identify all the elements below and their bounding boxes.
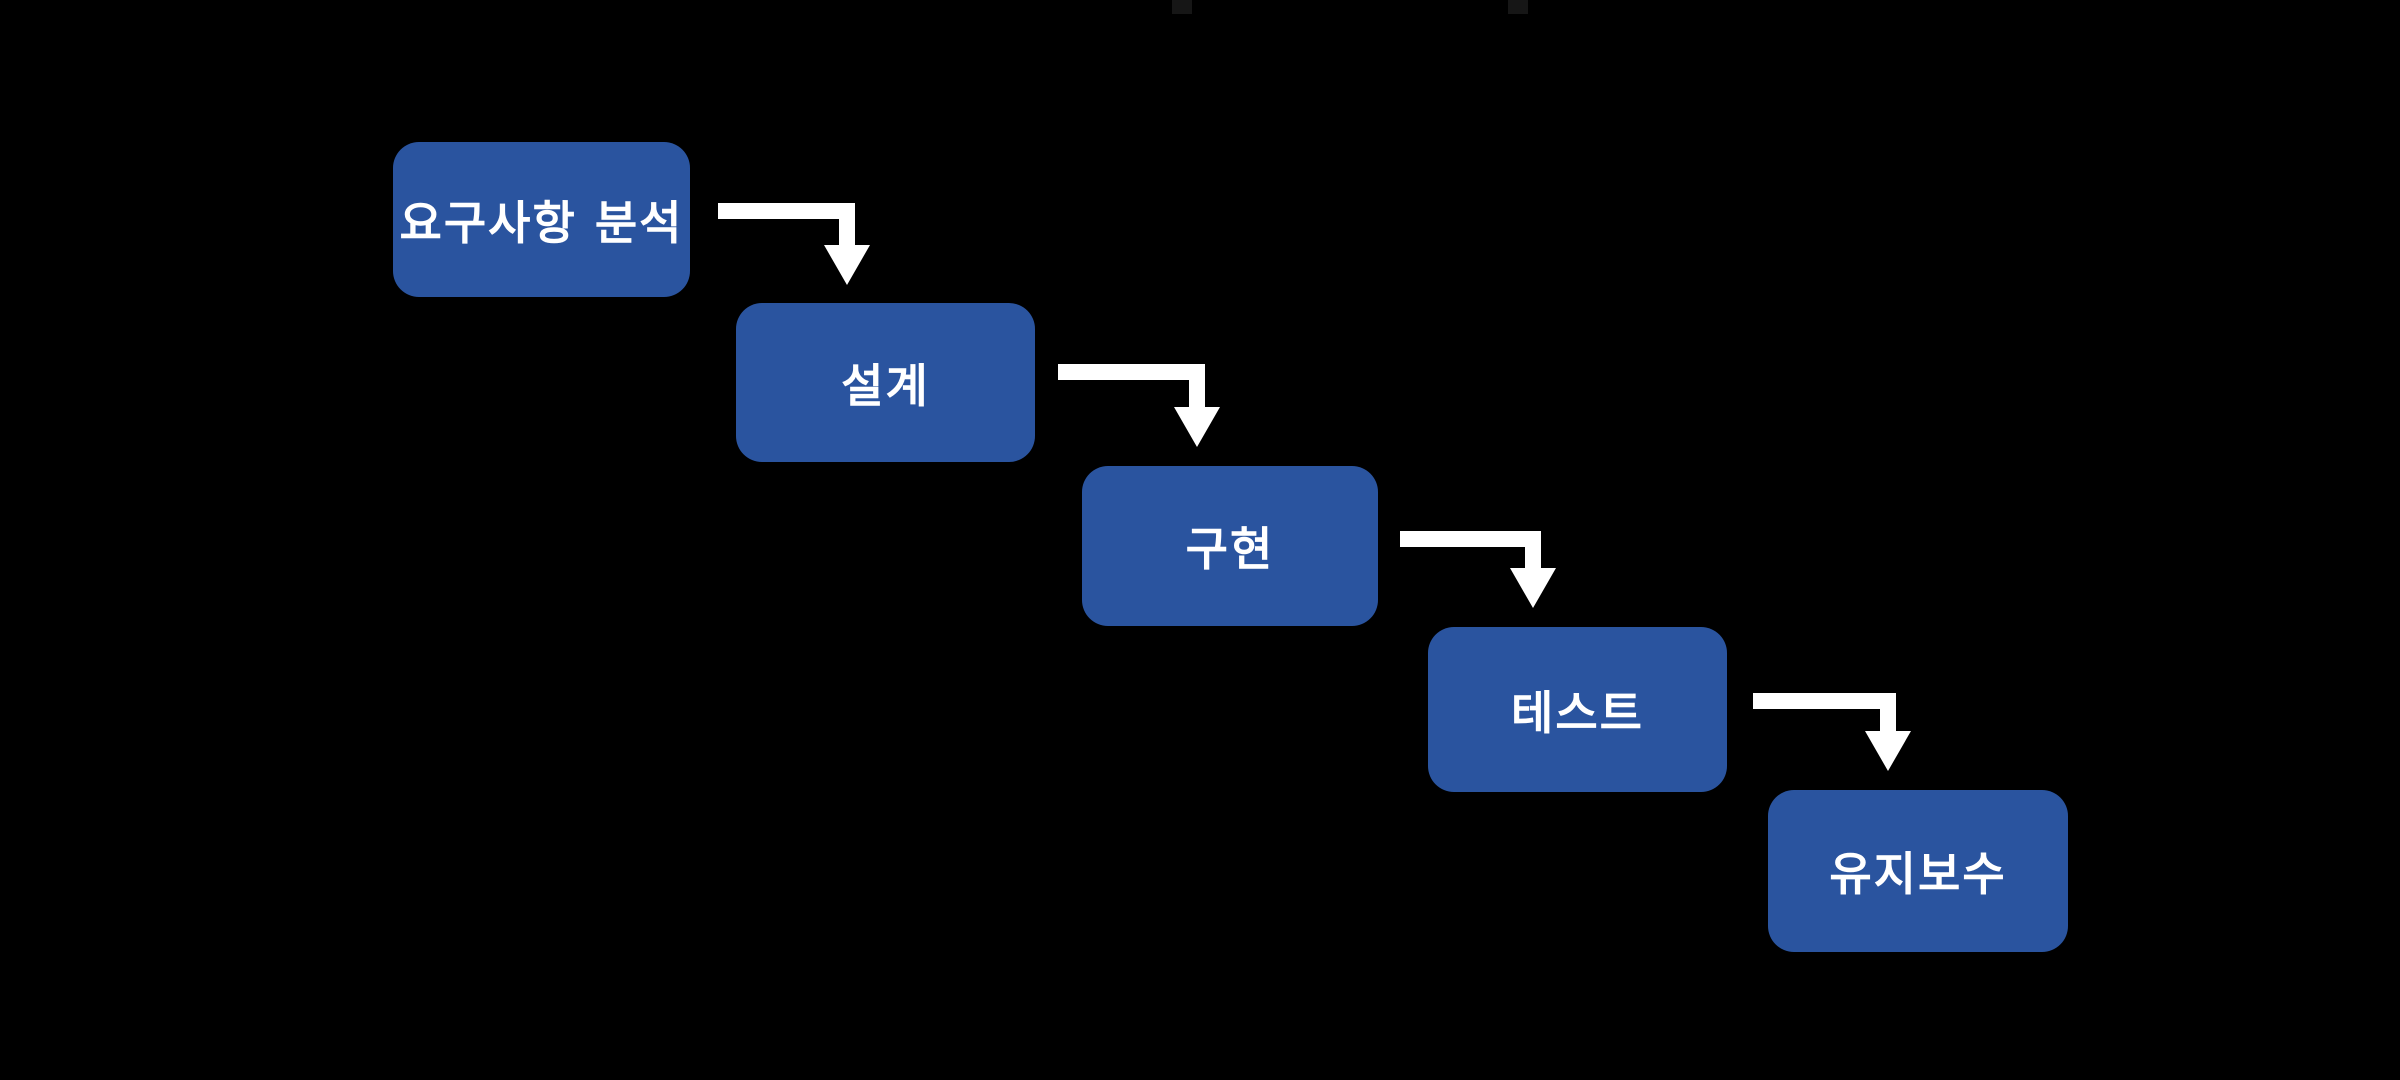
arrow-requirements-to-design-icon — [718, 203, 870, 285]
stage-label-maintenance: 유지보수 — [1829, 847, 2007, 901]
stage-box-requirements-analysis: 요구사항 분석 — [393, 142, 690, 297]
arrow-implementation-to-test-icon — [1400, 531, 1556, 608]
stage-box-test: 테스트 — [1428, 627, 1727, 792]
stage-label-requirements-analysis: 요구사항 분석 — [399, 195, 684, 250]
arrow-design-to-implementation-icon — [1058, 364, 1220, 447]
stage-label-test: 테스트 — [1511, 685, 1644, 740]
stage-label-implementation: 구현 — [1185, 522, 1275, 576]
clipped-artifact — [1172, 0, 1192, 14]
stage-box-maintenance: 유지보수 — [1768, 790, 2068, 952]
clipped-artifact — [1508, 0, 1528, 14]
stage-box-implementation: 구현 — [1082, 466, 1378, 626]
arrow-test-to-maintenance-icon — [1753, 693, 1911, 771]
stage-label-design: 설계 — [841, 358, 930, 413]
stage-box-design: 설계 — [736, 303, 1035, 462]
